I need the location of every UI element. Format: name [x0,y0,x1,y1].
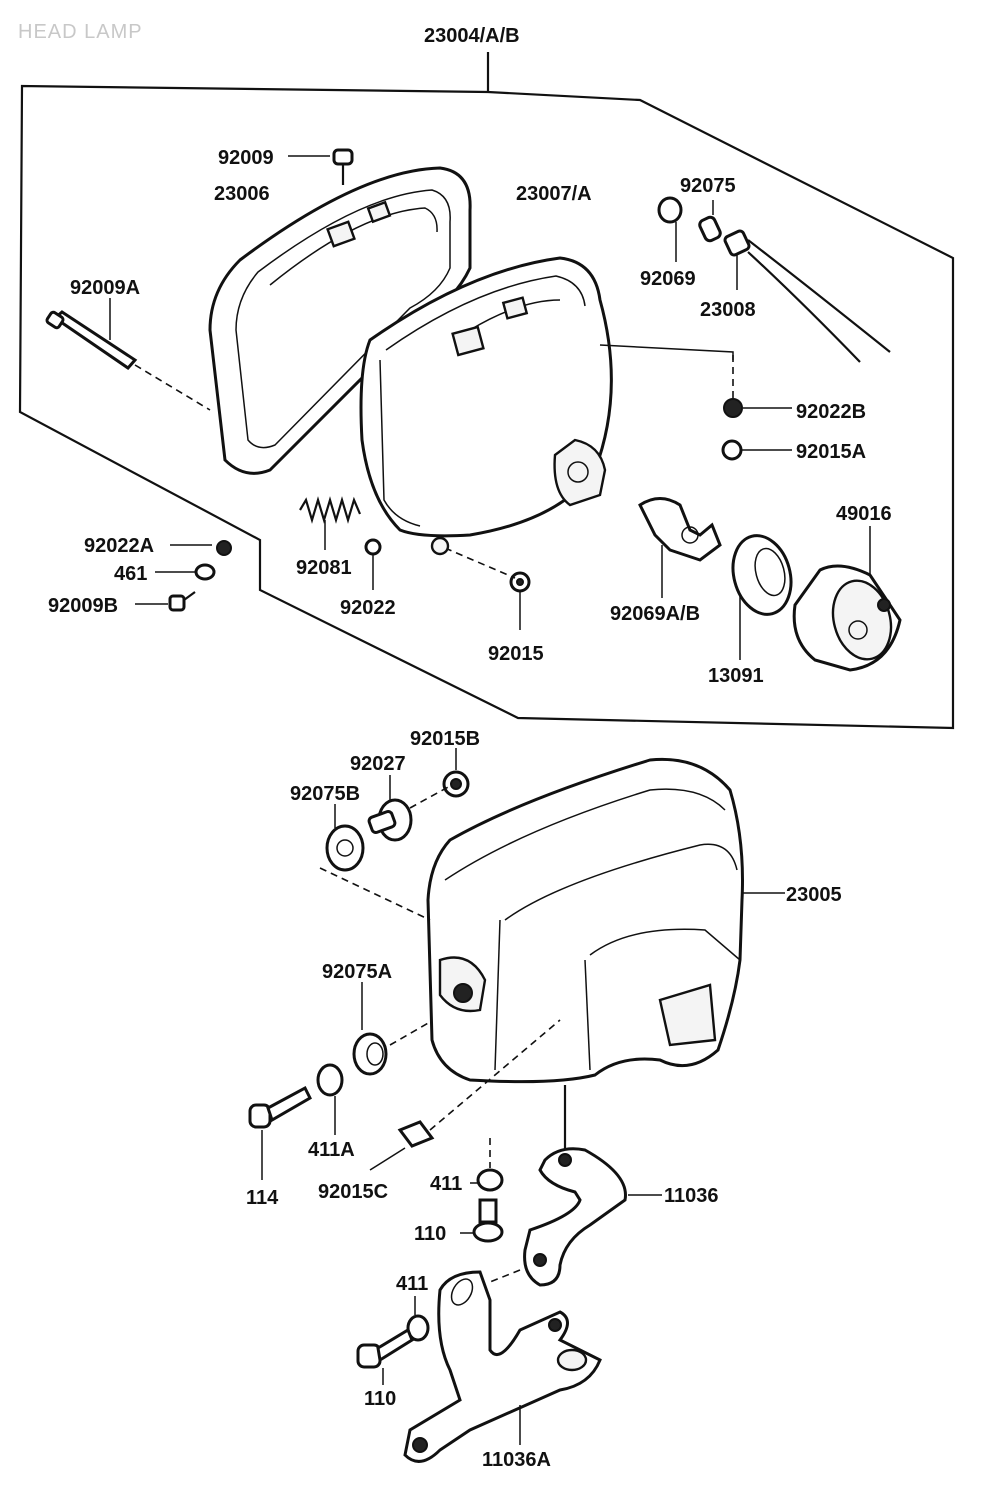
label-92015B: 92015B [410,728,480,750]
label-92022B: 92022B [796,401,866,423]
pilot-bulb-92069-icon [657,196,683,224]
adjust-nut-icon [430,536,450,556]
label-11036A: 11036A [482,1449,551,1471]
label-13091: 13091 [708,665,764,687]
washer-461-icon [194,563,216,581]
label-11036: 11036 [664,1185,719,1207]
label-411: 411 [430,1173,462,1195]
bracket-11036A [403,1270,602,1463]
bolt-110-icon [472,1198,504,1243]
screw-92022A-icon [216,540,232,556]
socket-92075-icon [698,215,722,243]
dashline-92075B [319,867,431,921]
label-110: 110 [414,1223,446,1245]
dashline-lens [599,344,734,360]
nut-92022-icon [364,538,382,556]
leader-92015C [369,1147,406,1171]
dashline-92009A [134,364,211,411]
washer-92075B-icon [325,824,365,872]
label-411-lower: 411 [396,1273,428,1295]
spring-92081-icon [299,496,362,524]
bolt-110-lower-icon [356,1327,414,1369]
label-92075B: 92075B [290,783,360,805]
dashline-92027 [409,785,451,809]
bracket-11036 [523,1085,627,1287]
clip-92015C-icon [397,1120,435,1148]
assembly-boundary [18,84,955,730]
bushing-92075A-icon [352,1032,388,1076]
rim-23006 [208,166,472,475]
long-screw-92009A-icon [45,310,138,370]
lens-reflector-23007 [359,256,613,538]
retainer-13091-icon [731,534,793,616]
label-23008: 23008 [700,299,756,321]
label-92075: 92075 [680,175,736,197]
washer-411-icon [476,1168,504,1192]
headlamp-bulb-92069AB-icon [638,497,722,562]
washer-411-lower-icon [406,1314,430,1342]
label-92075A: 92075A [322,961,392,983]
label-49016: 49016 [836,503,892,525]
label-461: 461 [114,563,147,585]
cover-49016-icon [792,564,902,672]
label-92009: 92009 [218,147,274,169]
label-92027: 92027 [350,753,406,775]
label-92015C: 92015C [318,1181,388,1203]
label-92081: 92081 [296,557,352,579]
nut-92022B-icon [723,398,743,418]
label-110-lower: 110 [364,1388,396,1410]
bolt-114-icon [248,1085,312,1129]
diagram-title: HEAD LAMP [18,21,143,43]
label-92009B: 92009B [48,595,118,617]
label-23004: 23004/A/B [424,25,520,47]
label-92009A: 92009A [70,277,140,299]
label-92015: 92015 [488,643,544,665]
label-92022: 92022 [340,597,396,619]
dashline-92075A [389,1021,431,1046]
dashline-92015C [429,1019,561,1131]
screw-92009-icon [332,148,354,185]
dashline-11036 [489,1269,521,1283]
label-23005: 23005 [786,884,842,906]
label-92015A: 92015A [796,441,866,463]
nut-92015-icon [509,571,531,593]
dashline-92015 [444,547,516,579]
screw-92009B-icon [168,591,196,612]
bushing-92027-icon [367,798,413,842]
wiring-23008-icon [723,229,891,363]
housing-23005 [426,757,744,1084]
label-23007: 23007/A [516,183,592,205]
nut-92015B-icon [442,770,470,798]
label-23006: 23006 [214,183,270,205]
label-92022A: 92022A [84,535,154,557]
label-92069: 92069 [640,268,696,290]
label-114: 114 [246,1187,279,1209]
label-92069AB: 92069A/B [610,603,700,625]
nut-92015A-icon [721,439,743,461]
washer-411A-icon [316,1063,344,1097]
label-411A: 411A [308,1139,355,1161]
